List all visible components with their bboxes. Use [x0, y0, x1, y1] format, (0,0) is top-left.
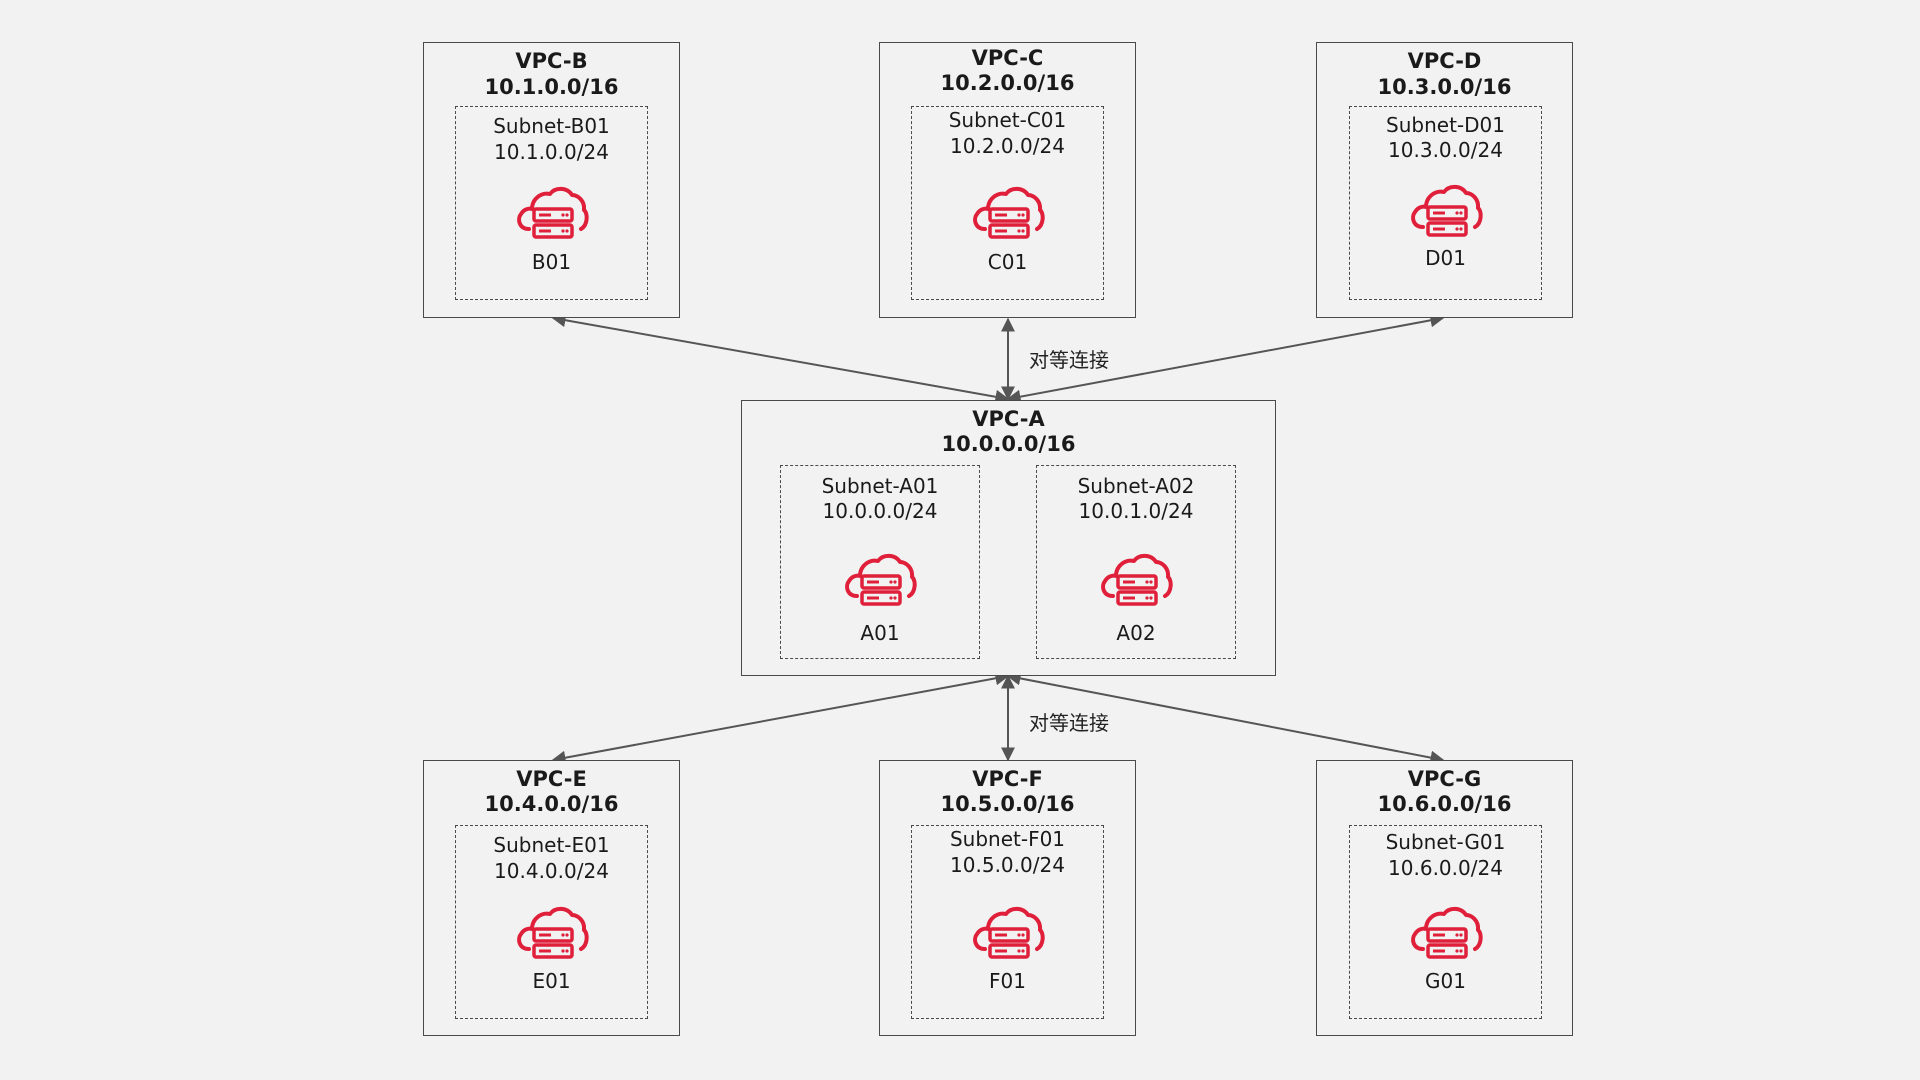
peering-label-top: 对等连接: [1029, 348, 1109, 372]
subnet-g01-box: Subnet-G01 10.6.0.0/24 G01: [1349, 825, 1542, 1019]
subnet-b01-cidr: 10.1.0.0/24: [494, 140, 609, 164]
cloud-server-icon: [1099, 546, 1173, 610]
cloud-server-icon: [515, 899, 589, 963]
server-a02-label: A02: [1116, 621, 1156, 645]
subnet-e01-cidr: 10.4.0.0/24: [494, 859, 609, 883]
subnet-a01-name: Subnet-A01: [821, 474, 939, 498]
peering-line-a-g: [1006, 671, 1445, 765]
subnet-f01-cidr: 10.5.0.0/24: [950, 853, 1065, 877]
server-c01-label: C01: [987, 250, 1028, 274]
peering-line-a-e: [551, 671, 1010, 765]
cloud-server-icon: [1409, 177, 1483, 241]
subnet-d01-name: Subnet-D01: [1386, 113, 1505, 137]
subnet-g01-cidr: 10.6.0.0/24: [1388, 856, 1503, 880]
cloud-server-icon: [971, 179, 1045, 243]
server-a01-label: A01: [860, 621, 900, 645]
vpc-a-cidr: 10.0.0.0/16: [941, 432, 1076, 456]
subnet-g01-name: Subnet-G01: [1385, 830, 1506, 854]
peering-line-a-b: [551, 313, 1010, 404]
subnet-f01-box: Subnet-F01 10.5.0.0/24 F01: [911, 825, 1104, 1019]
vpc-b-box: VPC-B 10.1.0.0/16 Subnet-B01 10.1.0.0/24…: [423, 42, 680, 318]
cloud-server-icon: [1409, 899, 1483, 963]
subnet-d01-cidr: 10.3.0.0/24: [1388, 138, 1503, 162]
server-b01-label: B01: [531, 250, 572, 274]
subnet-a01-box: Subnet-A01 10.0.0.0/24 A01: [780, 465, 980, 659]
server-f01-label: F01: [989, 969, 1026, 993]
vpc-e-box: VPC-E 10.4.0.0/16 Subnet-E01 10.4.0.0/24…: [423, 760, 680, 1036]
vpc-d-name: VPC-D: [1407, 49, 1482, 73]
vpc-a-box: VPC-A 10.0.0.0/16 Subnet-A01 10.0.0.0/24…: [741, 400, 1276, 676]
vpc-f-box: VPC-F 10.5.0.0/16 Subnet-F01 10.5.0.0/24…: [879, 760, 1136, 1036]
peering-line-a-d: [1006, 313, 1445, 404]
vpc-f-cidr: 10.5.0.0/16: [940, 792, 1075, 816]
server-d01-label: D01: [1425, 246, 1466, 270]
subnet-e01-box: Subnet-E01 10.4.0.0/24 E01: [455, 825, 648, 1019]
vpc-b-cidr: 10.1.0.0/16: [484, 75, 619, 99]
subnet-a02-name: Subnet-A02: [1077, 474, 1195, 498]
subnet-b01-box: Subnet-B01 10.1.0.0/24 B01: [455, 106, 648, 300]
vpc-e-cidr: 10.4.0.0/16: [484, 792, 619, 816]
subnet-a01-cidr: 10.0.0.0/24: [822, 499, 938, 523]
vpc-e-name: VPC-E: [516, 767, 587, 791]
vpc-c-name: VPC-C: [971, 46, 1044, 70]
vpc-c-cidr: 10.2.0.0/16: [940, 71, 1075, 95]
subnet-f01-name: Subnet-F01: [949, 827, 1066, 851]
subnet-a02-box: Subnet-A02 10.0.1.0/24 A02: [1036, 465, 1236, 659]
subnet-c01-cidr: 10.2.0.0/24: [950, 134, 1065, 158]
vpc-g-name: VPC-G: [1407, 767, 1482, 791]
vpc-g-box: VPC-G 10.6.0.0/16 Subnet-G01 10.6.0.0/24…: [1316, 760, 1573, 1036]
server-e01-label: E01: [532, 969, 571, 993]
subnet-e01-name: Subnet-E01: [493, 833, 610, 857]
cloud-server-icon: [515, 179, 589, 243]
vpc-d-box: VPC-D 10.3.0.0/16 Subnet-D01 10.3.0.0/24…: [1316, 42, 1573, 318]
vpc-b-name: VPC-B: [515, 49, 588, 73]
cloud-server-icon: [971, 899, 1045, 963]
server-g01-label: G01: [1425, 969, 1466, 993]
subnet-b01-name: Subnet-B01: [493, 114, 610, 138]
cloud-server-icon: [843, 546, 917, 610]
vpc-c-box: VPC-C 10.2.0.0/16 Subnet-C01 10.2.0.0/24…: [879, 42, 1136, 318]
vpc-d-cidr: 10.3.0.0/16: [1377, 75, 1512, 99]
subnet-c01-name: Subnet-C01: [948, 108, 1067, 132]
subnet-c01-box: Subnet-C01 10.2.0.0/24 C01: [911, 106, 1104, 300]
vpc-a-name: VPC-A: [972, 407, 1045, 431]
vpc-g-cidr: 10.6.0.0/16: [1377, 792, 1512, 816]
subnet-d01-box: Subnet-D01 10.3.0.0/24 D01: [1349, 106, 1542, 300]
subnet-a02-cidr: 10.0.1.0/24: [1078, 499, 1194, 523]
peering-label-bottom: 对等连接: [1029, 711, 1109, 735]
vpc-f-name: VPC-F: [972, 767, 1043, 791]
